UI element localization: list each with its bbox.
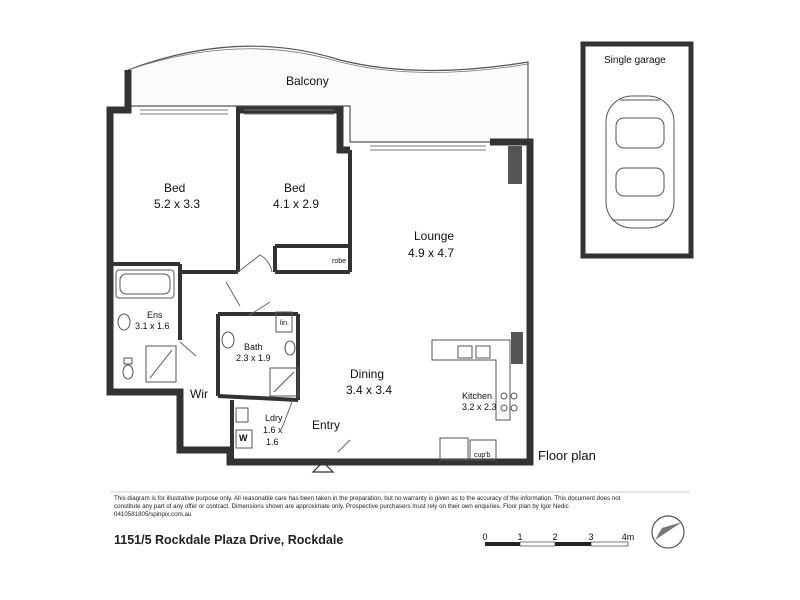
garage-label: Single garage <box>604 55 666 66</box>
lounge-name: Lounge <box>414 229 455 243</box>
ens-size: 3.1 x 1.6 <box>135 321 170 331</box>
scale-tick: 0 <box>482 532 488 542</box>
ldry-size-2: 1.6 <box>266 437 279 447</box>
robe-label: robe <box>332 258 347 265</box>
entry-arrow-icon <box>311 461 335 473</box>
washer-label: W <box>239 433 248 443</box>
car-icon <box>605 95 675 229</box>
disclaimer-text: This diagram is for illustrative purpose… <box>114 495 621 519</box>
cupboard-label: cup'b <box>474 452 491 459</box>
balcony-area <box>127 45 529 143</box>
ens-name: Ens <box>147 310 163 320</box>
lounge-size: 4.9 x 4.7 <box>408 246 455 260</box>
bath-size: 2.3 x 1.9 <box>236 353 271 363</box>
door-swings <box>179 254 351 453</box>
kitchen-name: Kitchen <box>462 391 493 401</box>
bath-fixtures <box>221 311 299 397</box>
interior-walls <box>112 112 352 462</box>
structural-column <box>511 332 523 364</box>
kitchen-size: 3.2 x 2.3 <box>462 402 497 412</box>
window-lines <box>140 109 486 151</box>
wir-label: Wir <box>190 387 208 401</box>
scale-bar <box>485 541 629 547</box>
scale-tick: 1 <box>517 532 523 542</box>
bed1-name: Bed <box>164 181 186 195</box>
north-arrow-icon <box>651 515 685 549</box>
structural-column <box>508 146 522 184</box>
floor-plan-title: Floor plan <box>538 448 596 463</box>
scale-tick: 2 <box>552 532 558 542</box>
kitchen-fixtures <box>431 339 518 461</box>
entry-label: Entry <box>312 418 341 432</box>
bed2-name: Bed <box>284 181 306 195</box>
garage <box>580 41 694 259</box>
bed1-size: 5.2 x 3.3 <box>154 197 201 211</box>
scale-tick: 3 <box>588 532 594 542</box>
dining-name: Dining <box>350 367 385 381</box>
bed2-size: 4.1 x 2.9 <box>273 197 320 211</box>
scale-tick: 4m <box>621 532 635 542</box>
laundry-fixtures <box>235 407 253 449</box>
ldry-size-1: 1.6 x <box>263 425 283 435</box>
bath-name: Bath <box>244 342 263 352</box>
ldry-name: Ldry <box>265 413 283 423</box>
balcony-label: Balcony <box>286 74 329 88</box>
ensuite-fixtures <box>115 269 177 383</box>
property-address: 1151/5 Rockdale Plaza Drive, Rockdale <box>114 533 344 547</box>
dining-size: 3.4 x 3.4 <box>346 383 393 397</box>
lin-label: lin. <box>280 320 289 327</box>
